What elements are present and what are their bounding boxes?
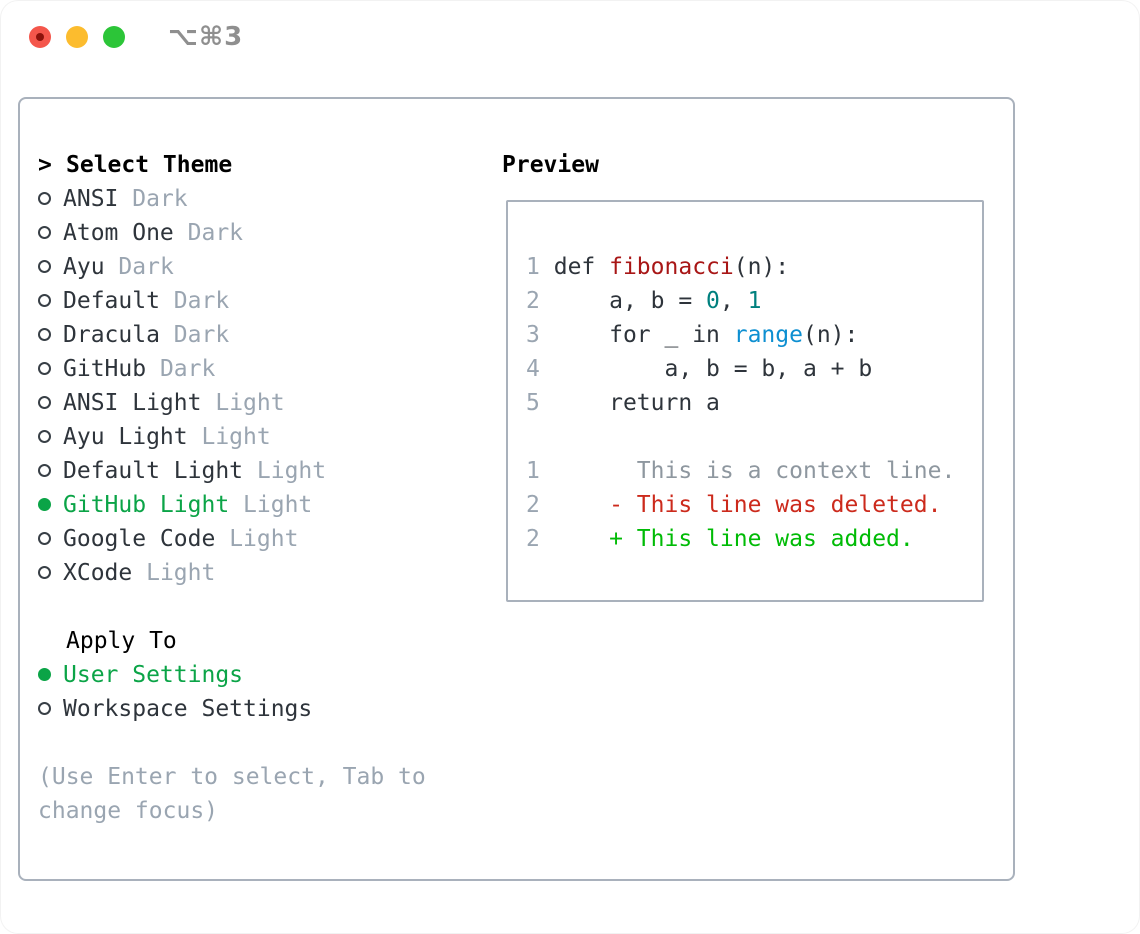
- diff-line-added: 2 + This line was added.: [526, 526, 914, 552]
- cursor-icon: >: [38, 152, 52, 178]
- line-number: 3: [526, 322, 540, 348]
- code-line: 2 a, b = 0, 1: [526, 288, 762, 314]
- radio-icon: [38, 430, 51, 443]
- diff-line-context: 1 This is a context line.: [526, 458, 956, 484]
- radio-icon: [38, 396, 51, 409]
- apply-option-workspace-settings[interactable]: Workspace Settings: [38, 692, 478, 726]
- radio-icon: [38, 464, 51, 477]
- radio-icon: [38, 260, 51, 273]
- select-theme-header-label: Select Theme: [66, 152, 233, 178]
- window-title: ⌥⌘3: [168, 22, 244, 52]
- radio-icon: [38, 192, 51, 205]
- radio-selected-icon: [38, 668, 51, 681]
- radio-icon: [38, 532, 51, 545]
- radio-icon: [38, 566, 51, 579]
- line-number: 2: [526, 526, 540, 552]
- minimize-button[interactable]: [66, 26, 88, 48]
- line-number: 4: [526, 356, 540, 382]
- code-line: 3 for _ in range(n):: [526, 322, 859, 348]
- radio-icon: [38, 362, 51, 375]
- apply-to-header: Apply To: [66, 628, 177, 654]
- spacer: [38, 590, 478, 624]
- radio-icon: [38, 294, 51, 307]
- code-line: 5 return a: [526, 390, 720, 416]
- line-number: 1: [526, 458, 540, 484]
- line-number: 2: [526, 492, 540, 518]
- radio-icon: [38, 702, 51, 715]
- help-text: (Use Enter to select, Tab to change focu…: [38, 764, 426, 824]
- line-number: 2: [526, 288, 540, 314]
- title-bar: ⌥⌘3: [0, 0, 1140, 97]
- spacer: [526, 420, 982, 454]
- radio-icon: [38, 328, 51, 341]
- apply-option-user-settings[interactable]: User Settings: [38, 658, 478, 692]
- diff-line-deleted: 2 - This line was deleted.: [526, 492, 942, 518]
- line-number: 1: [526, 254, 540, 280]
- radio-icon: [38, 226, 51, 239]
- select-theme-header: > Select Theme: [38, 148, 478, 182]
- close-button[interactable]: [29, 26, 51, 48]
- line-number: 5: [526, 390, 540, 416]
- radio-selected-icon: [38, 498, 51, 511]
- zoom-button[interactable]: [103, 26, 125, 48]
- preview-header: Preview: [502, 152, 599, 178]
- code-line: 4 a, b = b, a + b: [526, 356, 873, 382]
